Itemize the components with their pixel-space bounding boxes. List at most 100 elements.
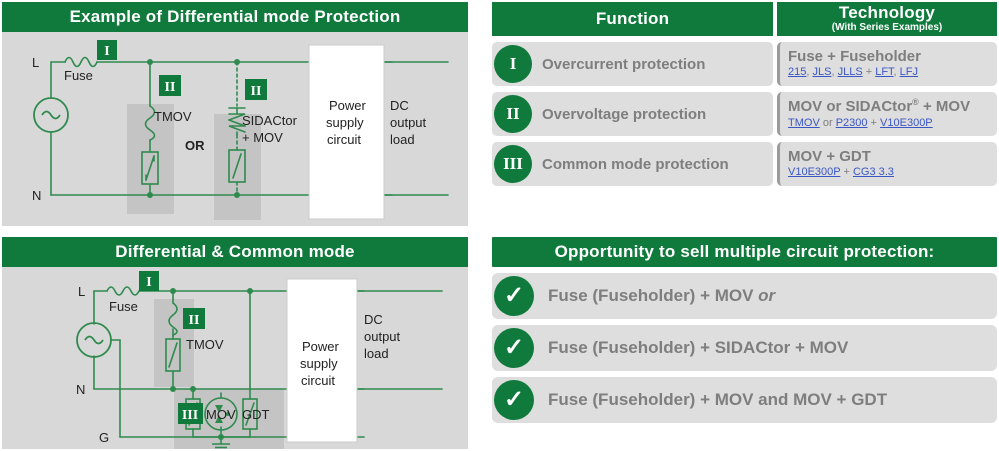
opportunity-label: Fuse (Fuseholder) + SIDACtor + MOV [548, 338, 849, 357]
series-link[interactable]: JLS [812, 66, 832, 78]
label-out-3: load [390, 132, 415, 147]
svg-text:II: II [165, 80, 176, 95]
function-label: Common mode protection [542, 155, 729, 173]
label-out-3b: load [364, 346, 389, 361]
label-N-2: N [76, 382, 85, 397]
check-icon: ✓ [494, 380, 534, 420]
svg-text:II: II [251, 84, 262, 99]
opportunity-label: Fuse (Fuseholder) + MOV and MOV + GDT [548, 390, 888, 409]
label-out-1b: DC [364, 312, 383, 327]
label-G: G [99, 430, 109, 445]
function-cell: III Common mode protection [492, 142, 773, 186]
opportunity-item: ✓ Fuse (Fuseholder) + MOV or [492, 273, 997, 319]
label-gdt: GDT [242, 407, 270, 422]
label-sidactor: SIDACtor [242, 113, 298, 128]
label-tmov: TMOV [154, 109, 192, 124]
technology-main-label: Fuse + Fuseholder [788, 47, 921, 65]
series-link[interactable]: LFJ [899, 66, 919, 78]
technology-series-examples: V10E300P + CG3 3.3 [788, 166, 997, 179]
opportunity-label: Fuse (Fuseholder) + MOV or [548, 286, 776, 305]
label-out-2: output [390, 115, 427, 130]
differential-mode-title-band: Example of Differential mode Protection [2, 2, 468, 32]
opportunity-title-band: Opportunity to sell multiple circuit pro… [492, 237, 997, 267]
series-separator: + [862, 66, 876, 78]
opportunity-item: ✓ Fuse (Fuseholder) + MOV and MOV + GDT [492, 377, 997, 423]
svg-text:I: I [104, 44, 109, 59]
gdt-icon [204, 397, 238, 431]
table-header-row: Function Technology (With Series Example… [492, 2, 997, 36]
header-technology-sublabel: (With Series Examples) [831, 22, 943, 34]
differential-mode-schematic: I II II L N Fuse TMOV SIDACtor [2, 32, 468, 226]
technology-series-examples: 215, JLS, JLLS + LFT, LFJ [788, 66, 997, 79]
label-psu-3b: circuit [301, 373, 335, 388]
technology-main-label: MOV + GDT [788, 147, 871, 165]
roman-numeral-badge: III [494, 145, 532, 183]
series-separator: + [840, 166, 853, 178]
ac-source-icon [33, 97, 69, 133]
power-supply-box-2 [286, 278, 358, 443]
label-fuse-2: Fuse [109, 299, 138, 314]
opportunity-title: Opportunity to sell multiple circuit pro… [554, 242, 935, 262]
technology-main-label: MOV or SIDACtor® + MOV [788, 97, 971, 116]
label-N: N [32, 188, 41, 203]
header-technology-label: Technology [838, 3, 936, 23]
series-link[interactable]: V10E300P [788, 166, 841, 178]
series-link[interactable]: TMOV [788, 116, 820, 129]
label-fuse: Fuse [64, 68, 93, 83]
series-link[interactable]: P2300 [835, 116, 868, 129]
differential-common-mode-diagram-panel: Differential & Common mode [2, 237, 468, 449]
series-separator: + [867, 116, 881, 129]
roman-numeral-badge: I [494, 45, 532, 83]
series-separator: , [806, 66, 813, 78]
differential-mode-svg: I II II L N Fuse TMOV SIDACtor [2, 32, 468, 226]
series-link[interactable]: JLLS [837, 66, 863, 78]
series-link[interactable]: LFT [875, 66, 894, 78]
power-supply-box [308, 44, 385, 220]
series-link[interactable]: CG3 3.3 [852, 166, 894, 178]
badge-II-sidactor: II [245, 79, 267, 100]
header-function-label: Function [595, 9, 670, 29]
header-technology: Technology (With Series Examples) [777, 2, 997, 36]
series-link[interactable]: V10E300P [880, 116, 933, 129]
series-separator: , [831, 66, 838, 78]
label-tmov-2: TMOV [186, 337, 224, 352]
badge-I: I [97, 40, 117, 60]
check-icon: ✓ [494, 328, 534, 368]
series-separator: , [893, 66, 900, 78]
opportunity-label-emphasis: or [758, 286, 776, 305]
label-sidactor-2: + MOV [242, 130, 283, 145]
function-technology-table: Function Technology (With Series Example… [492, 2, 997, 186]
label-or: OR [185, 138, 205, 153]
differential-common-title: Differential & Common mode [115, 242, 355, 262]
badge-I-2: I [139, 271, 159, 291]
ac-source-icon-2 [76, 322, 112, 358]
earth-ground-icon [212, 443, 230, 449]
badge-III: III [178, 403, 203, 424]
opportunity-list: ✓ Fuse (Fuseholder) + MOV or ✓ Fuse (Fuseho… [492, 273, 997, 423]
technology-series-examples: TMOV or P2300 + V10E300P [788, 117, 997, 130]
svg-text:III: III [182, 408, 198, 423]
differential-mode-diagram-panel: Example of Differential mode Protection [2, 2, 468, 226]
label-L: L [32, 55, 39, 70]
differential-common-title-band: Differential & Common mode [2, 237, 468, 267]
svg-text:II: II [189, 313, 200, 328]
label-psu-2b: supply [300, 356, 338, 371]
function-label: Overvoltage protection [542, 105, 707, 123]
check-icon: ✓ [494, 276, 534, 316]
series-link[interactable]: 215 [788, 66, 807, 78]
opportunity-item: ✓ Fuse (Fuseholder) + SIDACtor + MOV [492, 325, 997, 371]
differential-mode-title: Example of Differential mode Protection [69, 7, 401, 27]
label-psu-1: Power [329, 98, 367, 113]
series-separator: or [819, 116, 836, 129]
header-function: Function [492, 2, 773, 36]
label-out-2b: output [364, 329, 401, 344]
label-psu-2: supply [326, 115, 364, 130]
